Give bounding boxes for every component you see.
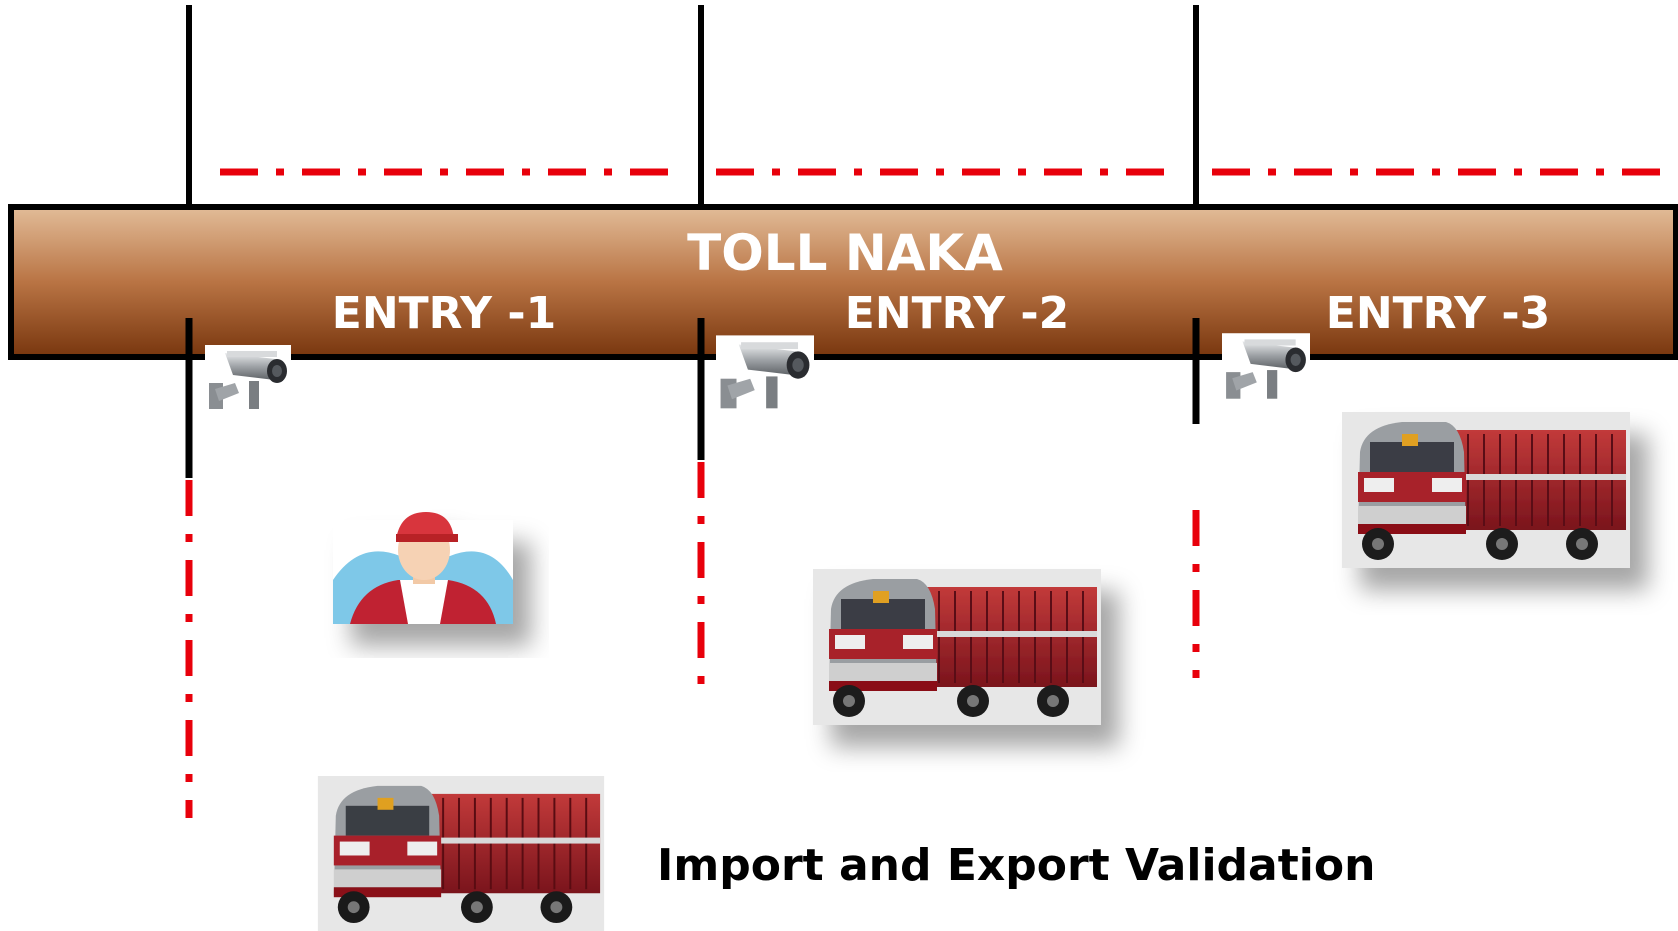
banner-title: TOLL NAKA <box>687 224 1003 282</box>
caption-text: Import and Export Validation <box>657 840 1375 891</box>
lane-boundary-lines <box>185 462 1200 818</box>
cctv-camera-icon <box>1222 333 1310 401</box>
upper-lane-lines <box>186 5 1199 208</box>
cctv-camera-icon <box>205 345 291 411</box>
cctv-camera-icon <box>716 335 814 411</box>
driver-icon <box>333 512 513 624</box>
entry-label-1: ENTRY -1 <box>332 288 556 339</box>
entry-label-2: ENTRY -2 <box>845 288 1069 339</box>
lower-lane-lines <box>185 318 1200 478</box>
truck-icon <box>1342 412 1630 568</box>
toll-naka-banner <box>8 204 1678 360</box>
truck-icon <box>813 569 1101 725</box>
entry-label-3: ENTRY -3 <box>1326 288 1550 339</box>
truck-icon <box>317 776 605 931</box>
